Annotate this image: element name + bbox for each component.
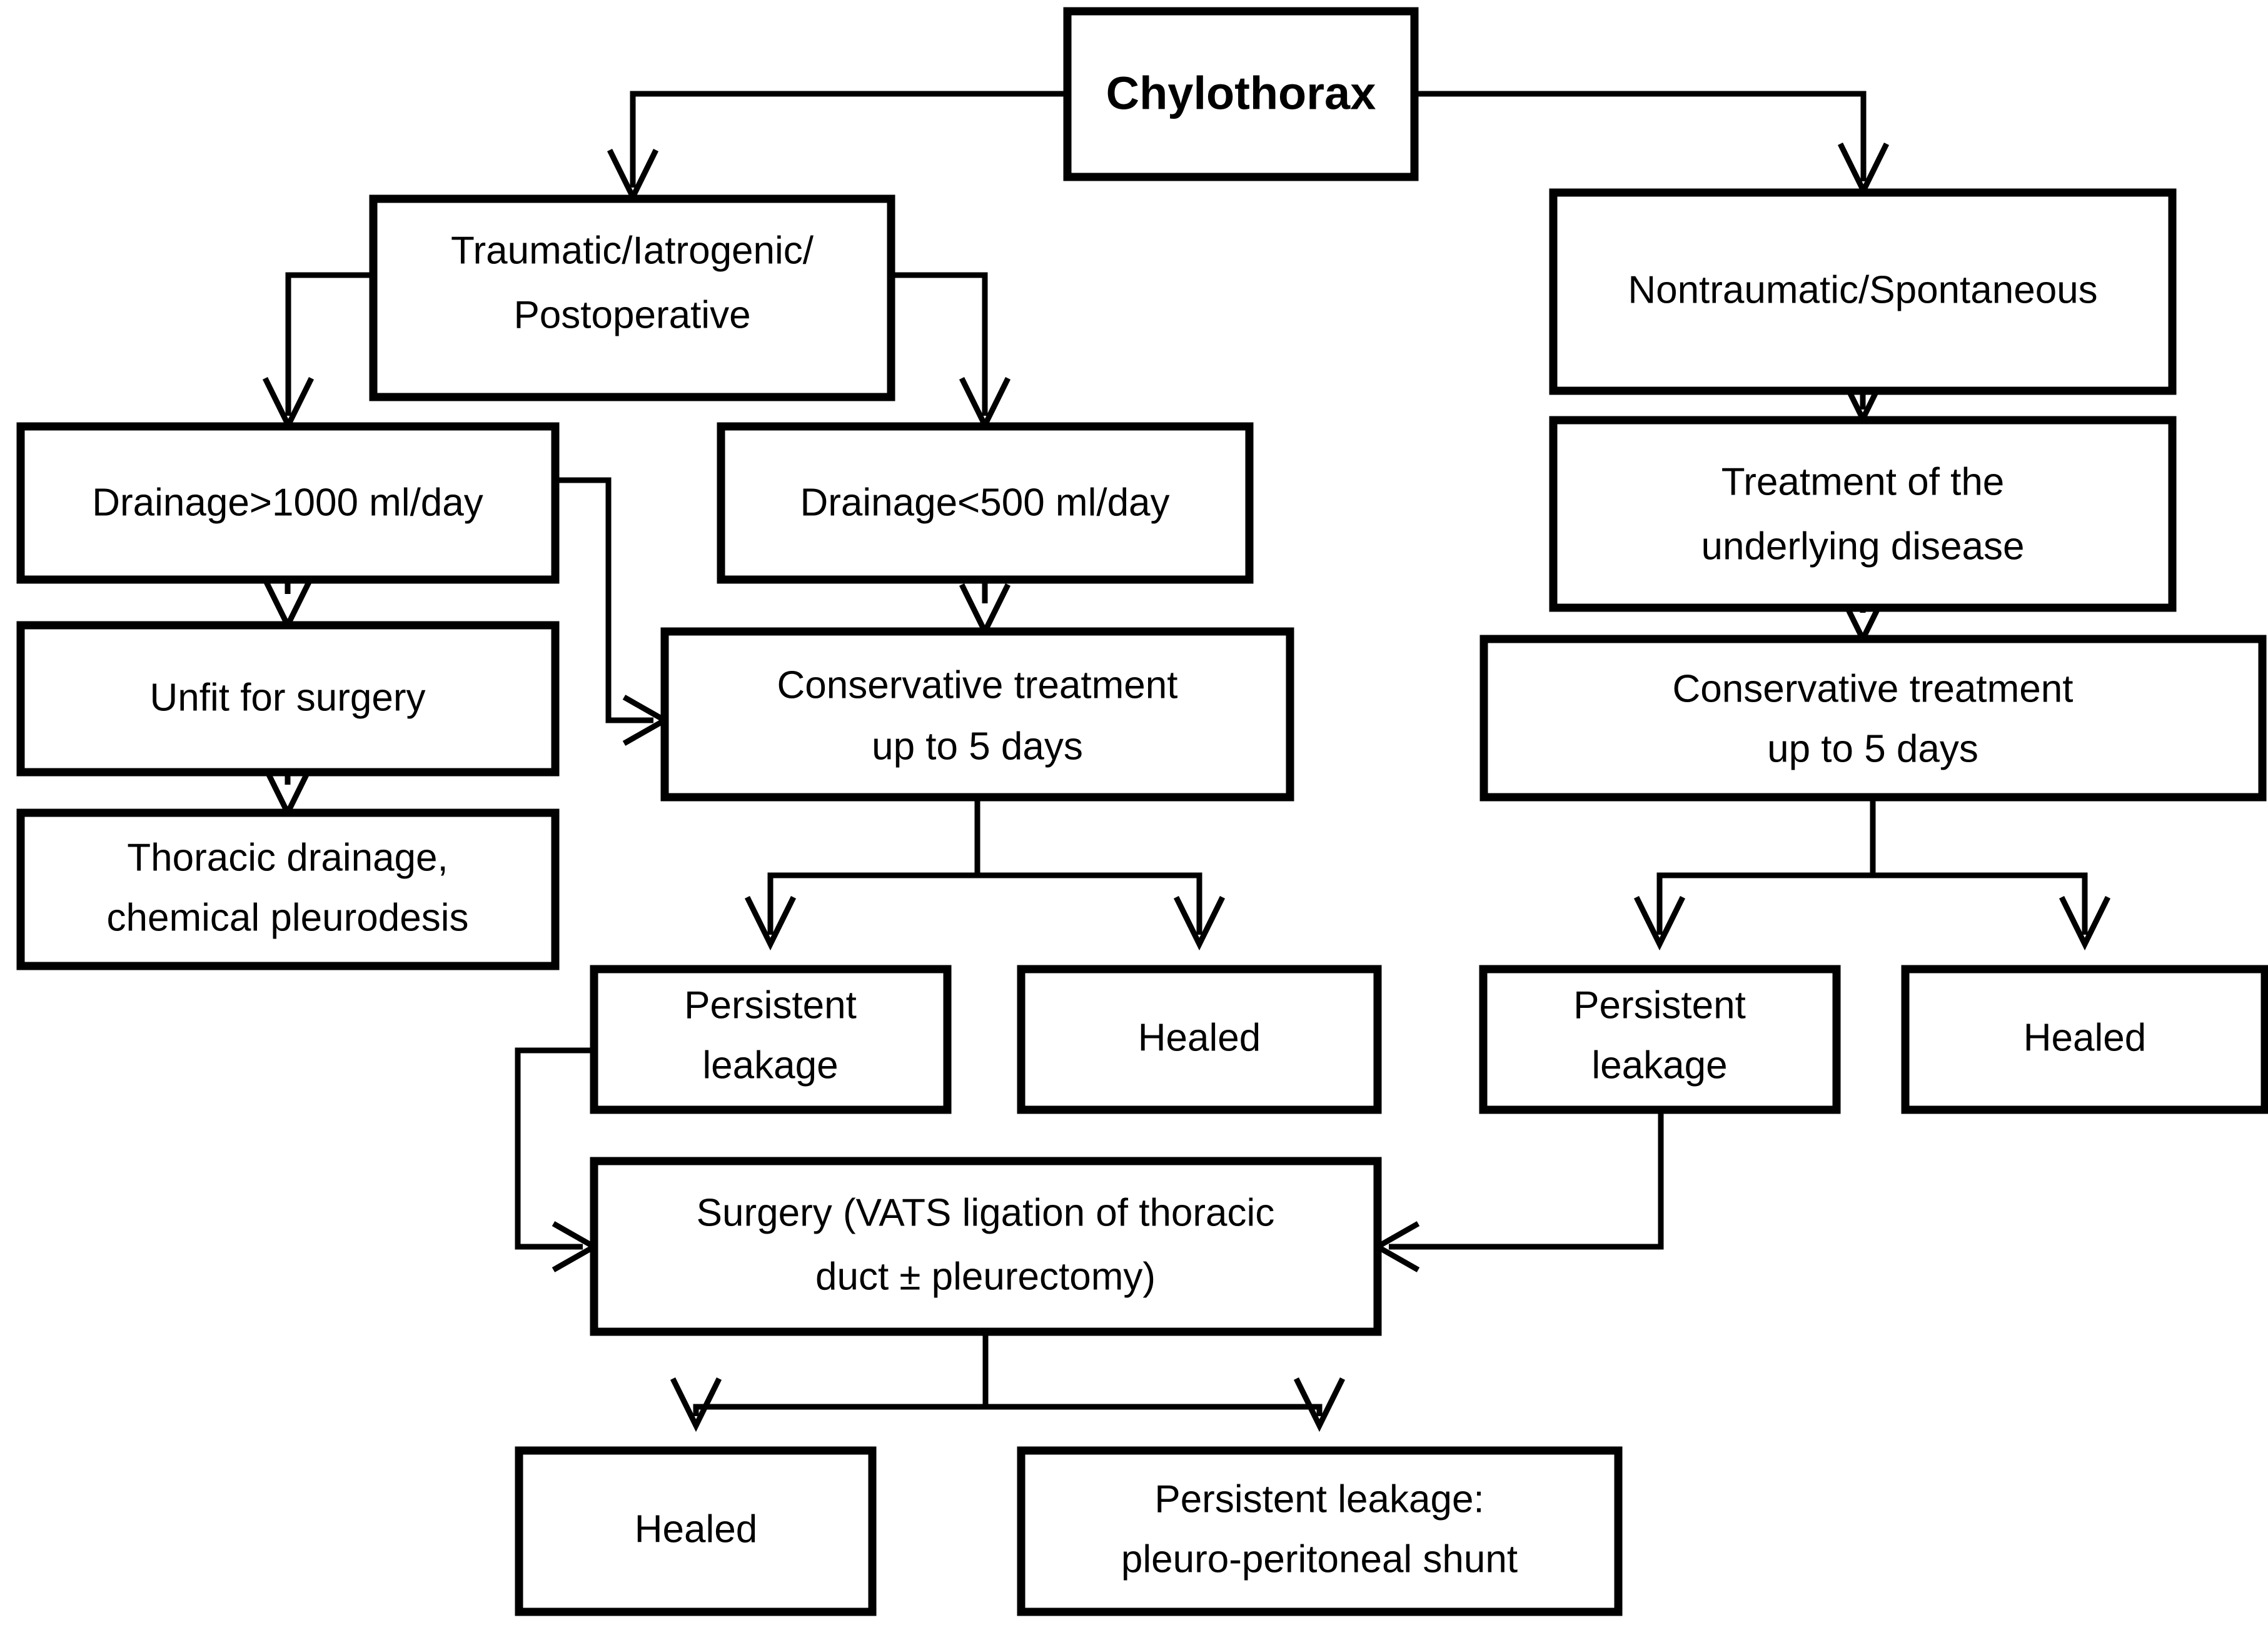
node-conservative-right-line-0: Conservative treatment: [1673, 667, 2074, 710]
node-nontraumatic-line-0: Nontraumatic/Spontaneous: [1628, 268, 2097, 311]
node-drainage-low[interactable]: Drainage<500 ml/day: [717, 422, 1254, 584]
node-persistent-shunt-line-1: pleuro-peritoneal shunt: [1121, 1537, 1518, 1581]
edge-surgery-to-persistent-shunt: [985, 1377, 1346, 1432]
node-persistent-right-line-0: Persistent: [1573, 984, 1746, 1027]
edge-persistent-right-to-surgery: [1371, 1110, 1664, 1272]
node-persistent-mid[interactable]: Persistent leakage: [590, 965, 952, 1114]
edge-traumatic-to-drainage-high: [262, 272, 373, 432]
node-traumatic-line-0: Traumatic/Iatrogenic/: [451, 229, 814, 272]
node-conservative-mid-line-1: up to 5 days: [872, 725, 1083, 768]
node-chylothorax-line-0: Chylothorax: [1106, 68, 1376, 119]
node-persistent-shunt-line-0: Persistent leakage:: [1154, 1477, 1484, 1521]
edge-surgery-to-healed-bottom: [670, 1332, 989, 1432]
node-surgery[interactable]: Surgery (VATS ligation of thoracic duct …: [590, 1157, 1382, 1336]
node-drainage-low-line-0: Drainage<500 ml/day: [800, 481, 1169, 524]
node-traumatic[interactable]: Traumatic/Iatrogenic/ Postoperative: [369, 194, 895, 401]
node-nontraumatic[interactable]: Nontraumatic/Spontaneous: [1549, 188, 2177, 395]
edge-drainage-high-to-conservative-mid: [555, 477, 671, 746]
edge-conservative-right-to-persistent-right: [1633, 797, 1876, 951]
node-thoracic-drainage-line-0: Thoracic drainage,: [127, 836, 448, 879]
edge-drainage-high-to-unfit: [261, 577, 314, 632]
node-treat-underlying[interactable]: Treatment of the underlying disease: [1549, 416, 2177, 612]
node-treat-underlying-line-0: Treatment of the: [1721, 460, 2005, 503]
node-unfit-surgery[interactable]: Unfit for surgery: [16, 621, 560, 777]
node-drainage-high-line-0: Drainage>1000 ml/day: [92, 481, 483, 524]
edge-conservative-mid-to-healed-mid: [977, 872, 1226, 951]
edge-drainage-low-to-conservative-mid: [959, 580, 1011, 638]
node-persistent-mid-line-0: Persistent: [684, 984, 857, 1027]
node-persistent-right-line-1: leakage: [1591, 1044, 1727, 1087]
node-conservative-mid-line-0: Conservative treatment: [777, 663, 1178, 707]
node-persistent-shunt[interactable]: Persistent leakage: pleuro-peritoneal sh…: [1017, 1446, 1623, 1616]
node-healed-right[interactable]: Healed: [1901, 965, 2268, 1114]
connector-layer: [261, 91, 2111, 1432]
edge-conservative-right-to-healed-right: [1873, 872, 2111, 951]
node-conservative-right[interactable]: Conservative treatment up to 5 days: [1479, 635, 2267, 802]
edge-persistent-mid-to-surgery: [515, 1047, 600, 1272]
node-healed-bottom[interactable]: Healed: [515, 1446, 877, 1616]
edge-traumatic-to-drainage-low: [891, 272, 1011, 432]
edge-conservative-mid-to-persistent-mid: [744, 797, 980, 951]
node-treat-underlying-line-1: underlying disease: [1701, 525, 2024, 568]
node-thoracic-drainage-line-1: chemical pleurodesis: [107, 896, 469, 939]
node-unfit-surgery-line-0: Unfit for surgery: [149, 676, 425, 719]
node-healed-right-line-0: Healed: [2024, 1016, 2146, 1059]
node-healed-mid-line-0: Healed: [1138, 1016, 1261, 1059]
node-drainage-high[interactable]: Drainage>1000 ml/day: [16, 422, 560, 584]
edge-chylothorax-to-traumatic: [607, 91, 1067, 204]
node-surgery-line-1: duct ± pleurectomy): [815, 1255, 1156, 1298]
node-traumatic-line-1: Postoperative: [513, 293, 750, 336]
node-healed-mid[interactable]: Healed: [1017, 965, 1382, 1114]
node-chylothorax[interactable]: Chylothorax: [1063, 7, 1419, 181]
edge-chylothorax-to-nontraumatic: [1414, 91, 1890, 198]
node-persistent-right[interactable]: Persistent leakage: [1479, 965, 1841, 1114]
node-conservative-mid[interactable]: Conservative treatment up to 5 days: [660, 627, 1294, 802]
node-persistent-mid-line-1: leakage: [702, 1044, 838, 1087]
node-layer: Chylothorax Traumatic/Iatrogenic/ Postop…: [16, 7, 2268, 1616]
node-surgery-line-0: Surgery (VATS ligation of thoracic: [697, 1191, 1275, 1234]
node-conservative-right-line-1: up to 5 days: [1767, 727, 1978, 770]
node-healed-bottom-line-0: Healed: [635, 1507, 757, 1551]
node-thoracic-drainage[interactable]: Thoracic drainage, chemical pleurodesis: [16, 808, 560, 970]
